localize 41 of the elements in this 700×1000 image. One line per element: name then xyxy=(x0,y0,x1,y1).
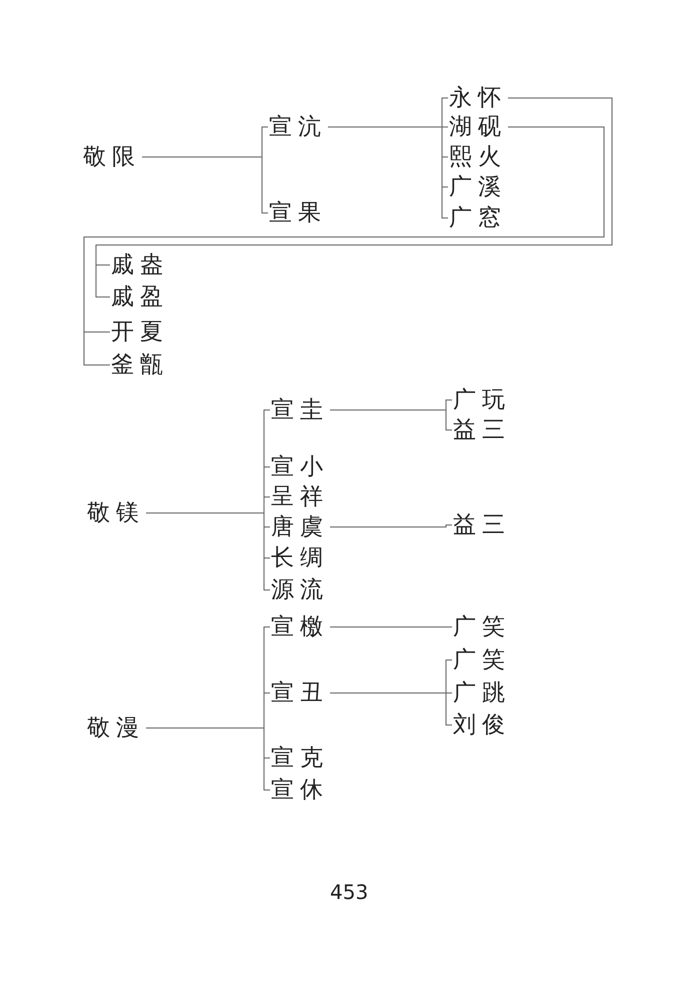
person-name: 宣小 xyxy=(270,454,330,480)
connector-line xyxy=(146,512,270,590)
person-name: 广窓 xyxy=(448,205,508,231)
person-name: 湖砚 xyxy=(448,114,508,140)
person-name: 唐虞 xyxy=(270,514,330,540)
connector-line xyxy=(142,156,268,214)
person-name: 敬镁 xyxy=(86,500,146,526)
person-name: 敬限 xyxy=(82,144,142,170)
person-name: 宣休 xyxy=(270,777,330,803)
person-name: 敬漫 xyxy=(86,715,146,741)
person-name: 戚盎 xyxy=(110,252,170,278)
person-name: 釜甑 xyxy=(110,352,170,378)
person-name: 熙火 xyxy=(448,144,508,170)
person-name: 宣丑 xyxy=(270,680,330,706)
person-name: 戚盈 xyxy=(110,284,170,310)
person-name: 益三 xyxy=(452,512,512,538)
person-name: 广跳 xyxy=(452,680,512,706)
person-name: 广溪 xyxy=(448,174,508,200)
person-name: 开夏 xyxy=(110,319,170,345)
person-name: 长绸 xyxy=(270,545,330,571)
person-name: 广笑 xyxy=(452,614,512,640)
person-name: 广玩 xyxy=(452,387,512,413)
person-name: 宣圭 xyxy=(270,397,330,423)
person-name: 益三 xyxy=(452,417,512,443)
page-number: 453 xyxy=(330,880,368,904)
connector-line xyxy=(96,98,612,298)
person-name: 刘俊 xyxy=(452,712,512,738)
person-name: 宣沆 xyxy=(268,114,328,140)
connector-line xyxy=(328,126,448,218)
connector-line xyxy=(330,524,452,528)
person-name: 宣果 xyxy=(268,200,328,226)
connector-line xyxy=(330,410,452,430)
connector-line xyxy=(330,692,452,726)
person-name: 源流 xyxy=(270,577,330,603)
person-name: 广笑 xyxy=(452,647,512,673)
person-name: 宣克 xyxy=(270,745,330,771)
person-name: 宣檄 xyxy=(270,614,330,640)
connector-line xyxy=(146,728,270,790)
person-name: 呈祥 xyxy=(270,484,330,510)
person-name: 永怀 xyxy=(448,85,508,111)
connector-line xyxy=(330,626,452,628)
